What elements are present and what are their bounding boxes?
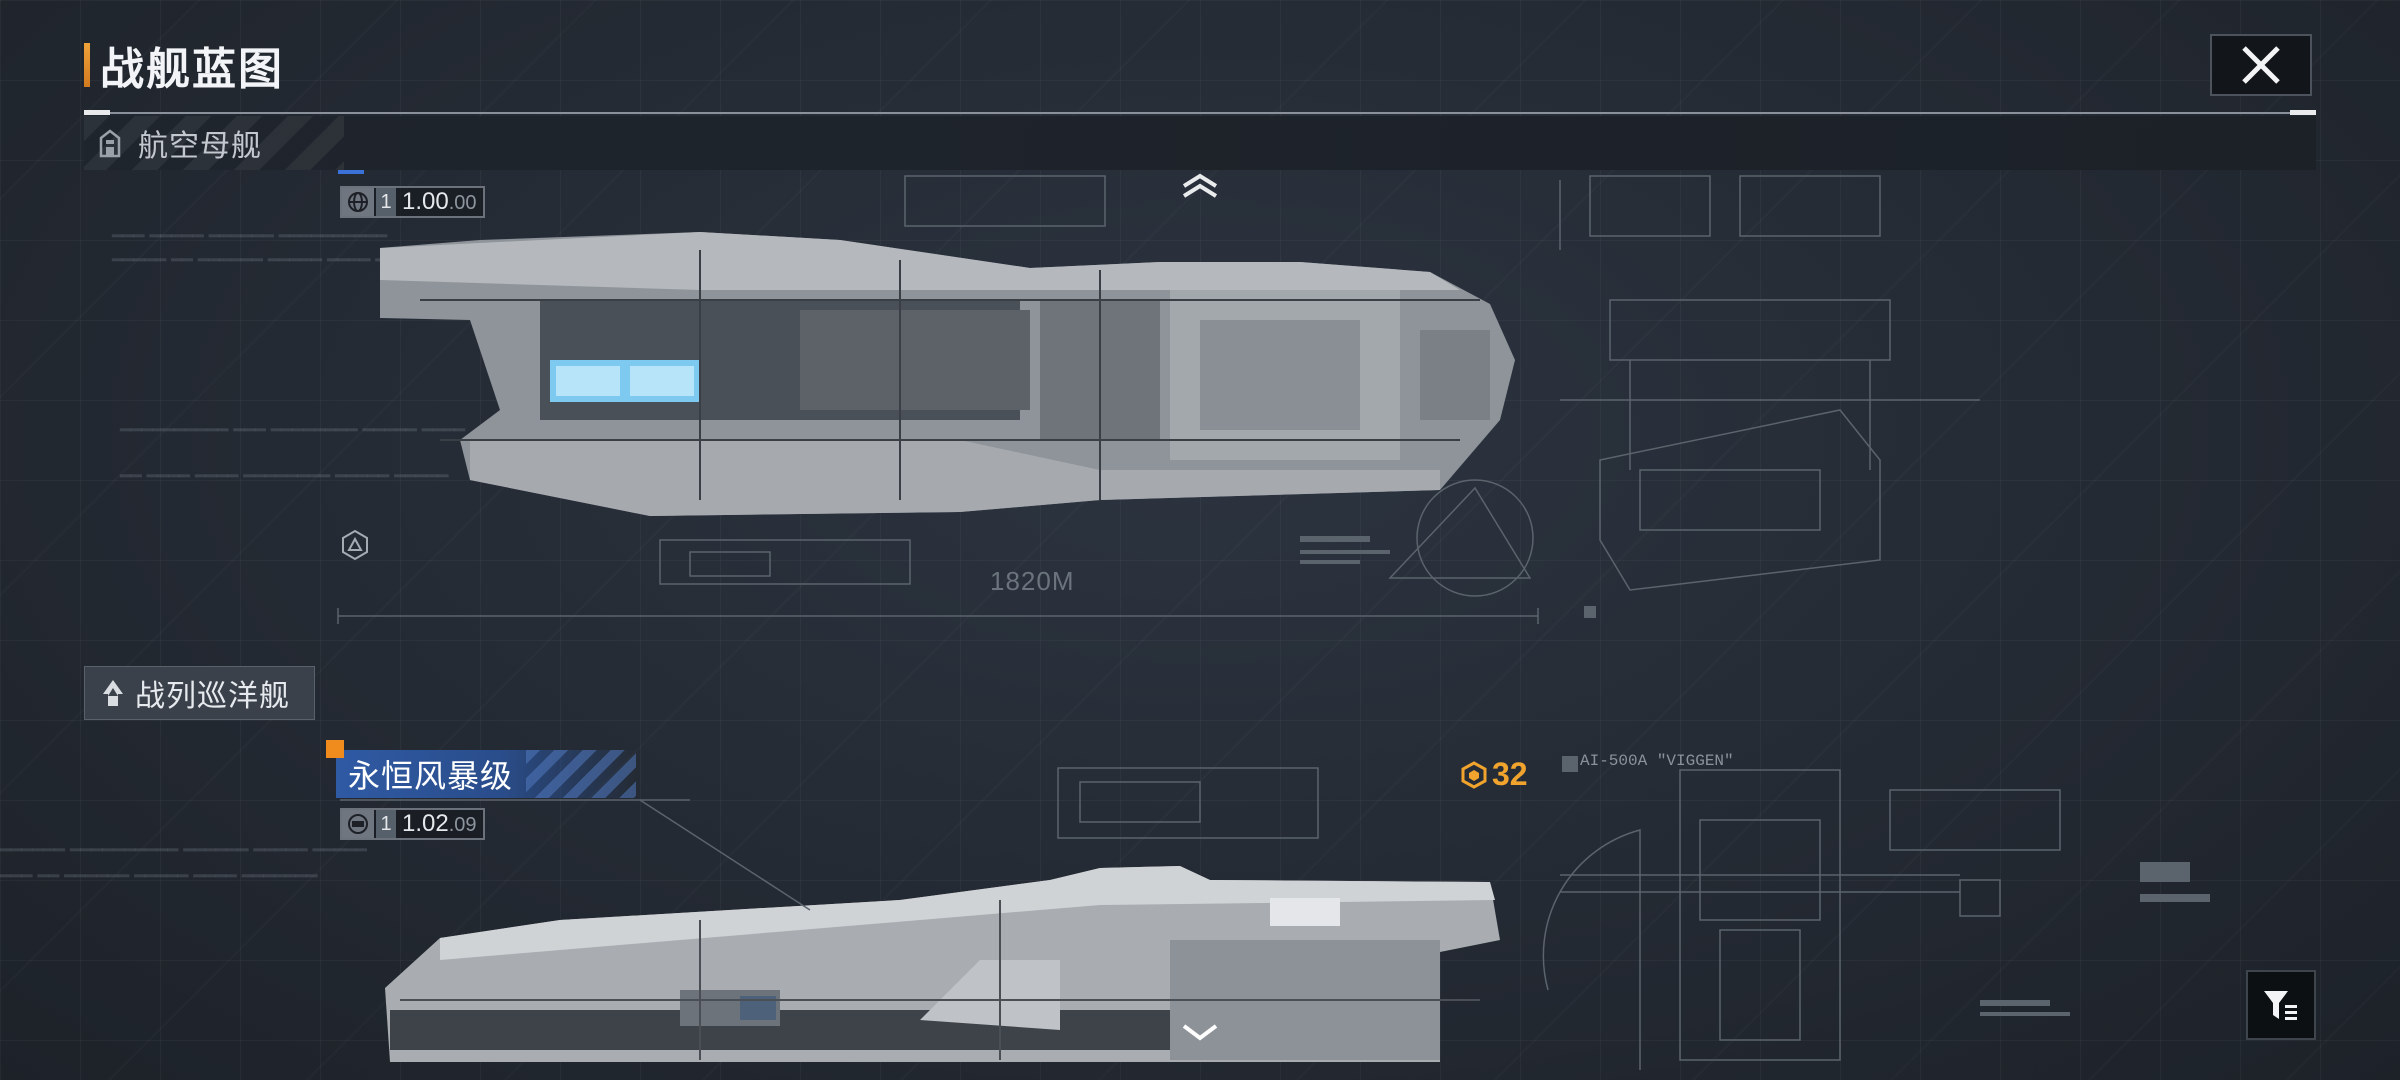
category-header-carrier[interactable]: 航空母舰 xyxy=(84,116,2316,170)
scroll-down-chevron-icon[interactable] xyxy=(1180,1020,1220,1046)
ship-cost: 32 xyxy=(1460,756,1528,793)
ship-name-banner[interactable]: 永恒风暴级 xyxy=(336,750,636,798)
ship-version-badge: 1 1.02.09 xyxy=(340,808,485,840)
ship-version: 1.00.00 xyxy=(402,188,477,215)
header-divider xyxy=(84,112,2316,114)
category-label: 航空母舰 xyxy=(138,130,262,163)
banner-stripes xyxy=(526,750,636,798)
ship-version-badge: 1 1.00.00 xyxy=(340,186,485,218)
page-title: 战舰蓝图 xyxy=(100,45,284,94)
filter-icon xyxy=(2264,991,2297,1020)
category-label: 战列巡洋舰 xyxy=(135,680,290,713)
category-header-battlecruiser[interactable]: 战列巡洋舰 xyxy=(84,666,315,720)
selection-accent xyxy=(338,170,364,174)
ship-scale-label: 1820M xyxy=(990,566,1075,596)
bg-decor-text: ━━━━━━ ━━━━━━━━━━ ━━━━━━ ━━━━━ ━━━━━ xyxy=(0,840,367,860)
close-button[interactable] xyxy=(2210,34,2312,96)
ship-name: 永恒风暴级 xyxy=(348,758,514,794)
globe-icon xyxy=(342,188,374,216)
schematic-label: AI-500A "VIGGEN" xyxy=(1580,752,1734,770)
hull-class-icon xyxy=(342,529,368,561)
bg-decor-text: ━━━ ━━ ━━━━━━ ━━━━━ ━━━━ ━━━━━━━ xyxy=(0,866,318,886)
filter-button[interactable] xyxy=(2246,970,2316,1040)
title-accent xyxy=(84,43,90,87)
header-divider-tick xyxy=(2290,110,2316,115)
scroll-up-chevron-icon[interactable] xyxy=(1180,172,1220,198)
bg-decor-text: ━━━━━ ━━ ━━━━━━ ━━━━━ ━━━━ ━━━━━━━ xyxy=(112,250,452,270)
ship-tier: 1 xyxy=(376,188,396,216)
battlecruiser-icon xyxy=(103,680,123,706)
selected-marker xyxy=(326,740,344,758)
page-header: 战舰蓝图 xyxy=(84,40,284,94)
bg-decor-text: ━━ ━━━━ ━━━━ ━━━━━━━━ ━━━━━ ━━━━━ xyxy=(120,466,449,486)
carrier-blueprint-illustration[interactable] xyxy=(0,170,2400,640)
header-divider-tick xyxy=(84,110,110,115)
ship-tier: 1 xyxy=(376,810,396,838)
ship-type-icon xyxy=(342,810,374,838)
bg-decor-text: ━━━━━━━━━━ ━━━ ━━━━━━━━ ━━━━━ ━━━━ xyxy=(120,420,466,440)
bg-decor-text: ━━━ ━━━━━ ━━━━━━ ━━━━━━━━━━ xyxy=(112,226,388,246)
ship-version: 1.02.09 xyxy=(402,810,477,837)
close-icon xyxy=(2242,46,2280,84)
cost-value: 32 xyxy=(1492,756,1528,792)
category-stripes xyxy=(84,116,344,170)
command-point-icon xyxy=(1461,760,1487,789)
battlecruiser-blueprint-illustration[interactable] xyxy=(0,740,2400,1080)
carrier-icon xyxy=(99,129,121,158)
